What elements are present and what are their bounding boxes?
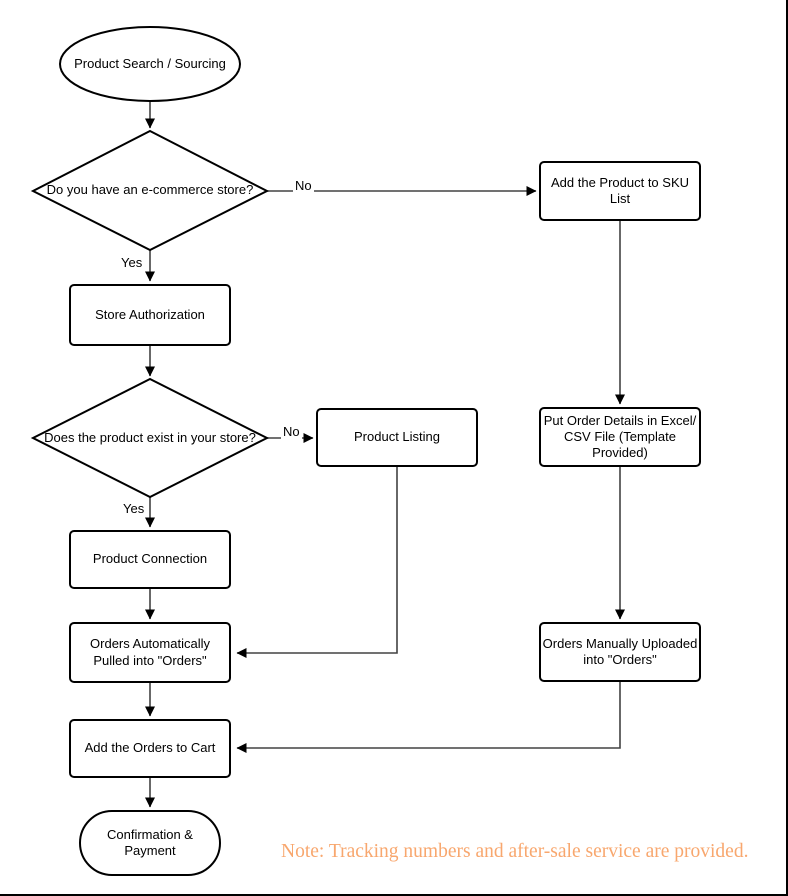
- node-orders-manual[interactable]: Orders Manually Uploaded into "Orders": [542, 635, 698, 667]
- edge-label-product-yes: Yes: [121, 501, 147, 516]
- tracking-note: Note: Tracking numbers and after-sale se…: [281, 841, 749, 862]
- order-details-shape: [539, 407, 701, 467]
- orders-manual-shape: [539, 622, 701, 682]
- decision-product-shape: [30, 377, 270, 499]
- decision-store-shape: [30, 129, 270, 252]
- store-auth-shape: [69, 284, 231, 346]
- node-end[interactable]: Confirmation & Payment: [107, 826, 193, 858]
- end-shape: [79, 810, 221, 876]
- arrow-listing-to-ordersauto: [236, 466, 398, 658]
- orders-auto-shape: [69, 622, 231, 683]
- node-decision-store[interactable]: Do you have an e-commerce store?: [46, 182, 254, 198]
- product-connection-shape: [69, 530, 231, 589]
- arrow-ordersmanual-to-addcart: [236, 681, 621, 753]
- sku-list-shape: [539, 161, 701, 221]
- node-decision-product[interactable]: Does the product exist in your store?: [44, 429, 256, 445]
- node-store-auth[interactable]: Store Authorization: [95, 306, 205, 322]
- add-cart-shape: [69, 719, 231, 778]
- start-shape: [59, 26, 241, 102]
- node-order-details[interactable]: Put Order Details in Excel/​CSV File (Te…: [543, 412, 697, 461]
- edge-label-store-no: No: [293, 178, 314, 193]
- edge-label-store-yes: Yes: [119, 255, 145, 270]
- node-orders-auto[interactable]: Orders Automatically Pulled into "Orders…: [90, 636, 210, 668]
- node-product-connection[interactable]: Product Connection: [92, 551, 208, 567]
- node-start[interactable]: Product Search / Sourcing: [74, 55, 226, 71]
- product-listing-shape: [316, 408, 478, 467]
- edge-label-product-no: No: [281, 424, 302, 439]
- node-sku-list[interactable]: Add the Product to SKU List: [550, 174, 690, 206]
- node-add-cart[interactable]: Add the Orders to Cart: [84, 740, 216, 756]
- node-product-listing[interactable]: Product Listing: [354, 429, 440, 445]
